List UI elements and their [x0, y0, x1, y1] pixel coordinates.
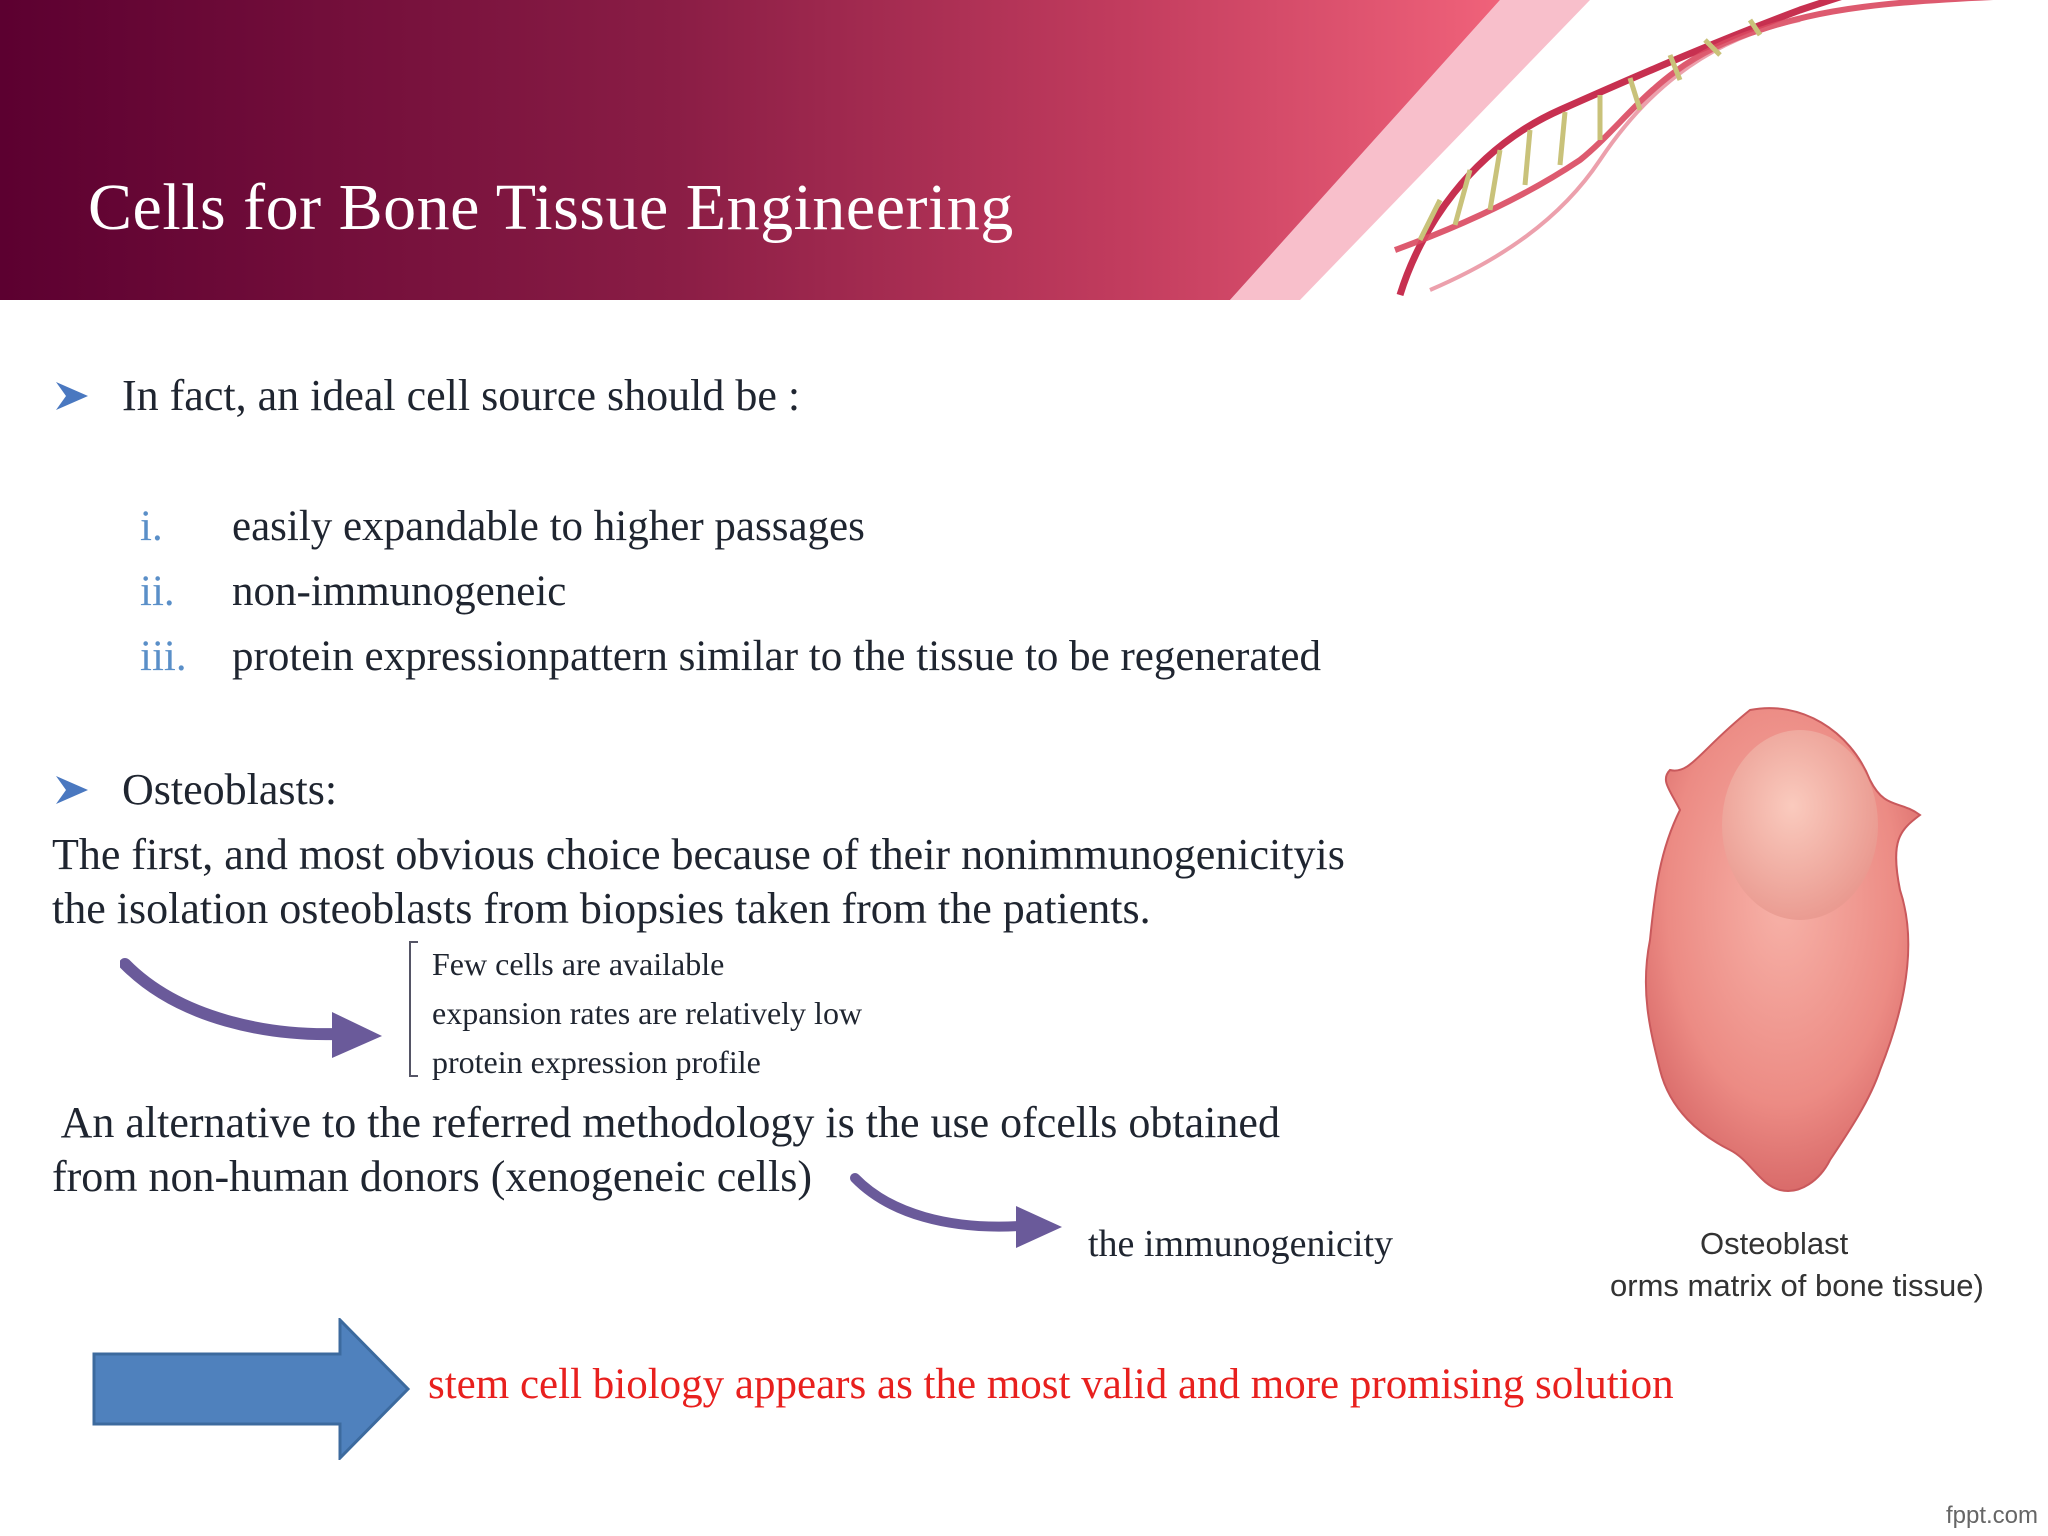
- criteria-item: iii. protein expressionpattern similar to…: [140, 632, 1321, 681]
- limitation-item: Few cells are available: [432, 946, 725, 982]
- header-banner: Cells for Bone Tissue Engineering: [0, 0, 2048, 300]
- intro-bullet: In fact, an ideal cell source should be …: [52, 370, 800, 421]
- criteria-number: i.: [140, 503, 163, 550]
- header-background: [0, 0, 1993, 300]
- criteria-number: ii.: [140, 568, 175, 615]
- arrowhead-bullet-icon: [56, 381, 88, 410]
- intro-bullet-text: In fact, an ideal cell source should be …: [122, 371, 801, 420]
- image-caption-title: Osteoblast: [1700, 1226, 1849, 1261]
- brand-watermark: fppt.com: [1945, 1502, 2038, 1529]
- large-right-arrow-icon: [92, 1318, 411, 1460]
- criteria-number: iii.: [140, 633, 187, 680]
- criteria-text: non-immunogeneic: [232, 568, 567, 615]
- conclusion-text: stem cell biology appears as the most va…: [428, 1361, 1674, 1408]
- criteria-text: protein expressionpattern similar to the…: [232, 633, 1321, 680]
- alternative-paragraph: An alternative to the referred methodolo…: [52, 1096, 1280, 1204]
- paragraph-line: from non-human donors (xenogeneic cells): [52, 1152, 812, 1201]
- curved-arrow-icon: [120, 958, 382, 1058]
- image-caption-subtitle: orms matrix of bone tissue): [1610, 1268, 1984, 1303]
- paragraph-line: The first, and most obvious choice becau…: [52, 830, 1345, 879]
- limitation-item: protein expression profile: [432, 1044, 761, 1080]
- criteria-item: ii. non-immunogeneic: [140, 567, 566, 616]
- osteoblasts-bullet-text: Osteoblasts:: [122, 765, 338, 814]
- criteria-text: easily expandable to higher passages: [232, 503, 865, 550]
- curved-arrow-icon: [850, 1173, 1062, 1248]
- osteoblast-cell-illustration: [1644, 707, 1922, 1192]
- paragraph-line: An alternative to the referred methodolo…: [52, 1098, 1280, 1147]
- xeno-issue-text: the immunogenicity: [1088, 1223, 1394, 1265]
- arrowhead-bullet-icon: [56, 775, 88, 804]
- bracket-icon: [409, 941, 418, 1077]
- dna-helix-illustration: [1393, 0, 1993, 297]
- criteria-item: i. easily expandable to higher passages: [140, 502, 865, 551]
- osteoblasts-paragraph: The first, and most obvious choice becau…: [52, 828, 1345, 936]
- paragraph-line: the isolation osteoblasts from biopsies …: [52, 884, 1151, 933]
- osteoblasts-bullet: Osteoblasts:: [52, 764, 337, 815]
- limitation-item: expansion rates are relatively low: [432, 995, 863, 1031]
- slide-title: Cells for Bone Tissue Engineering: [88, 171, 1014, 244]
